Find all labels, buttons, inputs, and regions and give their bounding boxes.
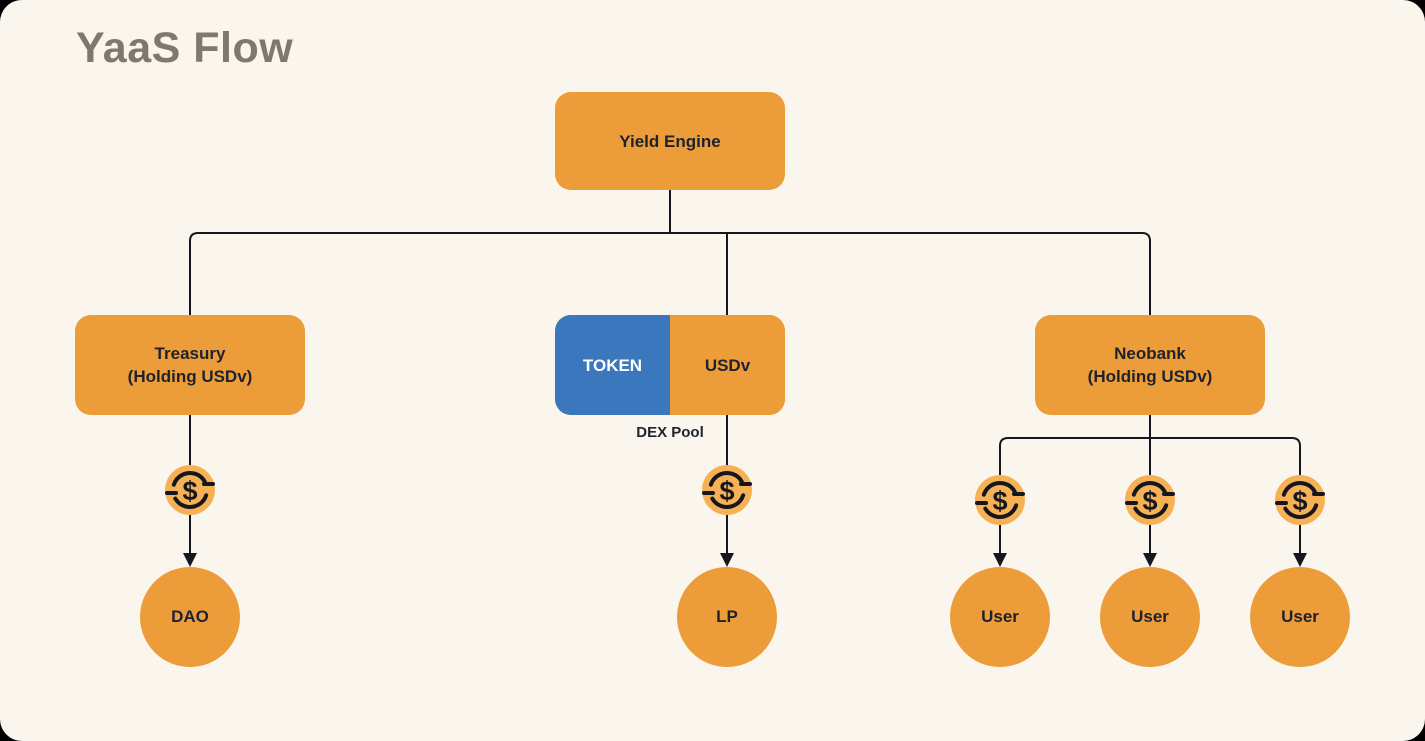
svg-text:$: $ [992,486,1007,516]
dex-token-half: TOKEN [555,315,670,415]
svg-text:$: $ [1142,486,1157,516]
dollar-coin-icon: $ [702,465,752,515]
node-lp: LP [677,567,777,667]
page-title: YaaS Flow [76,24,294,72]
arrowhead [1293,553,1307,567]
arrowhead [720,553,734,567]
node-sublabel: (Holding USDv) [1087,367,1213,386]
node-user-3: User [1250,567,1350,667]
node-label: Treasury [154,344,226,363]
dollar-coin-icon: $ [165,465,215,515]
node-label: USDv [704,355,751,375]
dex-usdv-half: USDv [670,315,785,415]
arrowhead [183,553,197,567]
node-neobank: Neobank (Holding USDv) [1035,315,1265,415]
edge-top-splitter [189,232,1151,315]
node-label: User [1281,607,1319,626]
node-label: User [981,607,1019,626]
node-user-1: User [950,567,1050,667]
node-label: DAO [171,607,209,626]
dex-pool-caption: DEX Pool [636,424,704,441]
svg-text:$: $ [182,476,197,506]
node-treasury: Treasury (Holding USDv) [75,315,305,415]
node-yield-engine: Yield Engine [555,92,785,190]
node-dex-pool: TOKEN USDv [555,315,785,415]
node-dao: DAO [140,567,240,667]
svg-text:$: $ [1292,486,1307,516]
node-label: TOKEN [582,355,643,375]
dollar-coin-icon: $ [1125,475,1175,525]
node-user-2: User [1100,567,1200,667]
node-label: LP [716,607,738,626]
arrowhead [1143,553,1157,567]
node-label: Neobank [1114,344,1186,363]
node-label: User [1131,607,1169,626]
dollar-coin-icon: $ [975,475,1025,525]
dollar-coin-icon: $ [1275,475,1325,525]
arrowhead [993,553,1007,567]
node-label: Yield Engine [619,131,721,151]
svg-text:$: $ [719,476,734,506]
node-sublabel: (Holding USDv) [127,367,253,386]
